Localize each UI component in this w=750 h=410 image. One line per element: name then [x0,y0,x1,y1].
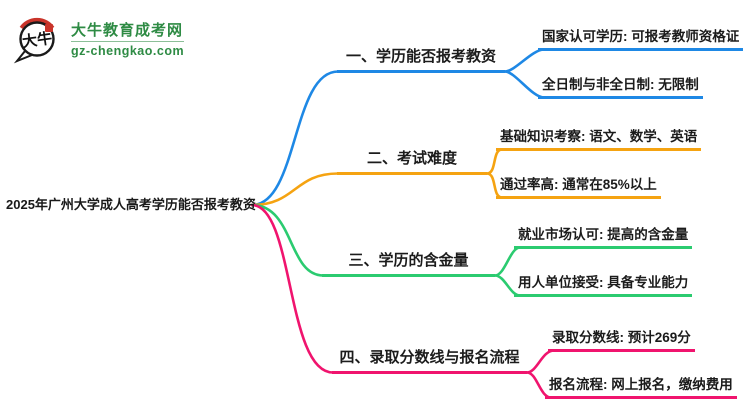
connector-branch-2 [250,172,340,207]
logo-bull-icon: 大牛 [13,17,55,64]
leaf-node-1-2: 全日制与非全日制: 无限制 [538,74,703,99]
leaf-node-1-1: 国家认可学历: 可报考教师资格证 [538,26,744,51]
leaf-node-2-1: 基础知识考察: 语文、数学、英语 [496,126,702,151]
logo-title: 大牛教育成考网 [71,21,184,39]
central-topic: 2025年广州大学成人高考学历能否报考教资 [6,197,256,212]
leaf-node-4-2: 报名流程: 网上报名，缴纳费用 [545,374,737,399]
leaf-node-3-1: 就业市场认可: 提高的含金量 [514,224,693,249]
logo-text-block: 大牛教育成考网 gz-chengkao.com [71,21,185,58]
branch-label-3: 三、学历的含金量 [322,248,495,277]
logo-divider [71,40,185,42]
connector-branch-1 [250,70,340,207]
connector-leaf-2-1 [485,148,504,175]
logo-domain: gz-chengkao.com [71,43,185,58]
leaf-node-4-1: 录取分数线: 预计269分 [548,327,695,352]
connector-leaf-1-1 [503,48,546,73]
connector-branch-3 [250,203,325,277]
logo-icon-text: 大牛 [21,29,53,51]
red-seal [45,24,53,32]
connector-leaf-4-1 [525,349,556,374]
connector-branch-4 [250,203,335,374]
branch-label-1: 一、学历能否报考教资 [337,44,505,73]
leaf-node-2-2: 通过率高: 通常在85%以上 [496,174,661,199]
leaf-node-3-2: 用人单位接受: 具备专业能力 [514,272,693,297]
branch-label-2: 二、考试难度 [337,146,487,175]
branch-label-4: 四、录取分数线与报名流程 [332,345,527,374]
logo: 大牛 大牛教育成考网 gz-chengkao.com [12,14,185,64]
